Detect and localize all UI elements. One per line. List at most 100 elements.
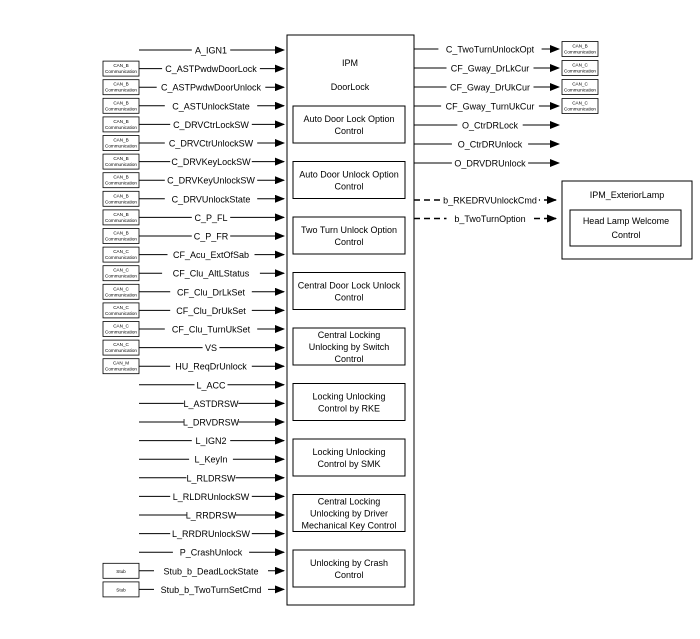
can-communication-label: Communication (105, 69, 137, 74)
block-label-two-turn-unlock-option-control: Two Turn Unlock Option (301, 225, 397, 235)
can-bus-label: CAN_M (113, 361, 129, 366)
input-label-l-rldrunlocksw: L_RLDRUnlockSW (173, 492, 250, 502)
source-box-c-astunlockstate (102, 97, 140, 114)
input-label-bg-vs (202, 341, 220, 353)
can-bus-label: CAN_B (113, 212, 128, 217)
input-label-bg-l-rrdrunlocksw (170, 527, 252, 539)
source-box-c-drvkeyunlocksw (102, 172, 140, 189)
can-bus-label: CAN_B (113, 175, 128, 180)
source-box-hu-reqdrunlock (102, 358, 140, 375)
can-communication-label: Communication (105, 255, 137, 260)
can-communication-label: Communication (105, 330, 137, 335)
input-label-bg-cf-clu-altlstatus (162, 267, 260, 279)
can-bus-label: CAN_C (572, 101, 588, 106)
can-communication-label: Communication (105, 88, 137, 93)
input-label-l-acc: L_ACC (196, 380, 226, 390)
source-box-c-p-fr (102, 228, 140, 244)
input-label-bg-c-drvunlockstate (164, 192, 258, 204)
input-label-cf-clu-drukset: CF_Clu_DrUkSet (176, 306, 246, 316)
source-box-c-drvctrunlocksw (102, 135, 140, 151)
can-communication-label: Communication (105, 292, 137, 297)
input-label-bg-l-rldrsw (186, 471, 236, 483)
input-label-c-drvctrunlocksw: C_DRVCtrUnlockSW (169, 139, 254, 149)
dashed-output-label-bg-b-twoturnoption (446, 212, 534, 224)
source-box-c-astpwdwdoorlock (102, 60, 140, 77)
block-label-central-locking-unlocking-by-driver-mechanical-key-control: Mechanical Key Control (301, 521, 396, 531)
input-label-bg-stub-b-twoturnsetcmd (154, 583, 268, 595)
can-communication-label: Communication (564, 107, 596, 112)
block-label-auto-door-unlock-option-control: Control (334, 182, 363, 192)
block-label-auto-door-unlock-option-control: Auto Door Unlock Option (299, 170, 399, 180)
input-label-cf-clu-altlstatus: CF_Clu_AltLStatus (173, 269, 250, 279)
stub-label: Stub (116, 587, 126, 592)
block-label-locking-unlocking-control-by-smk: Locking Unlocking (312, 447, 385, 457)
block-label-central-door-lock-unlock-control: Central Door Lock Unlock (298, 281, 401, 291)
input-label-bg-cf-clu-drlkset (170, 285, 252, 297)
block-auto-door-lock-option-control (292, 105, 406, 144)
source-box-vs (102, 339, 140, 356)
can-bus-label: CAN_C (113, 286, 129, 291)
can-bus-label: CAN_C (572, 82, 588, 87)
source-box-stub-b-twoturnsetcmd (102, 581, 140, 598)
block-label-central-locking-unlocking-by-switch-control: Control (334, 354, 363, 364)
block-label-central-locking-unlocking-by-driver-mechanical-key-control: Unlocking by Driver (310, 509, 388, 519)
can-bus-label: CAN_B (113, 231, 128, 236)
can-bus-label: CAN_B (113, 193, 128, 198)
input-label-bg-l-ign2 (191, 434, 231, 446)
dest-box-cf-gway-turnukcur (561, 98, 599, 114)
dest-box-cf-gway-drlkcur (561, 60, 599, 76)
output-label-bg-cf-gway-drukcur (446, 81, 534, 92)
block-label-locking-unlocking-control-by-smk: Control by SMK (317, 459, 380, 469)
can-communication-label: Communication (564, 88, 596, 93)
source-box-stub-b-deadlockstate (102, 562, 140, 579)
can-communication-label: Communication (105, 162, 137, 167)
input-label-bg-c-astpwdwdoorunlock (156, 81, 266, 93)
output-label-bg-cf-gway-turnukcur (441, 100, 539, 111)
dest-box-cf-gway-drukcur (561, 79, 599, 95)
input-label-c-drvkeyunlocksw: C_DRVKeyUnlockSW (167, 176, 255, 186)
head-lamp-welcome-block (569, 209, 682, 247)
input-label-l-keyin: L_KeyIn (194, 455, 227, 465)
input-label-l-rrdrsw: L_RRDRSW (186, 511, 237, 521)
source-box-c-drvkeylocksw (102, 153, 140, 170)
source-box-cf-acu-extofsab (102, 246, 140, 263)
can-communication-label: Communication (105, 367, 137, 372)
input-label-bg-l-rldrunlocksw (170, 490, 252, 502)
input-label-bg-c-drvkeyunlocksw (164, 174, 258, 186)
block-central-locking-unlocking-by-switch-control (292, 327, 406, 366)
can-communication-label: Communication (105, 274, 137, 279)
output-label-o-ctrdrlock: O_CtrDRLock (462, 121, 519, 131)
dashed-output-label-b-twoturnoption: b_TwoTurnOption (454, 214, 525, 224)
can-bus-label: CAN_B (113, 138, 128, 143)
input-label-cf-clu-drlkset: CF_Clu_DrLkSet (177, 287, 246, 297)
input-label-bg-c-drvctrlocksw (170, 118, 252, 130)
source-box-c-astpwdwdoorunlock (102, 79, 140, 96)
source-box-cf-clu-turnukset (102, 321, 140, 337)
dashed-output-label-bg-b-rkedrvunlockcmd (441, 194, 539, 205)
source-box-cf-clu-drlkset (102, 283, 140, 300)
input-label-l-rrdrunlocksw: L_RRDRUnlockSW (172, 529, 251, 539)
input-label-bg-cf-acu-extofsab (167, 248, 255, 260)
block-label-central-locking-unlocking-by-driver-mechanical-key-control: Central Locking (318, 497, 381, 507)
output-label-bg-c-twoturnunlockopt (438, 43, 542, 54)
can-bus-label: CAN_C (572, 63, 588, 68)
can-communication-label: Communication (105, 144, 137, 149)
input-label-c-drvkeylocksw: C_DRVKeyLockSW (171, 157, 251, 167)
input-label-bg-hu-reqdrunlock (170, 360, 252, 372)
source-box-cf-clu-altlstatus (102, 265, 140, 282)
input-label-bg-l-keyin (189, 453, 233, 465)
can-communication-label: Communication (564, 50, 596, 55)
can-bus-label: CAN_C (113, 342, 129, 347)
output-label-o-ctrdrunlock: O_CtrDRUnlock (458, 140, 523, 150)
output-label-cf-gway-drukcur: CF_Gway_DrUkCur (450, 83, 530, 93)
input-label-hu-reqdrunlock: HU_ReqDrUnlock (175, 362, 247, 372)
can-bus-label: CAN_C (113, 305, 129, 310)
block-label-locking-unlocking-control-by-rke: Locking Unlocking (312, 392, 385, 402)
head-lamp-welcome-line-2: Control (611, 230, 640, 240)
block-central-door-lock-unlock-control (292, 272, 406, 310)
input-label-bg-c-astpwdwdoorlock (162, 62, 260, 74)
